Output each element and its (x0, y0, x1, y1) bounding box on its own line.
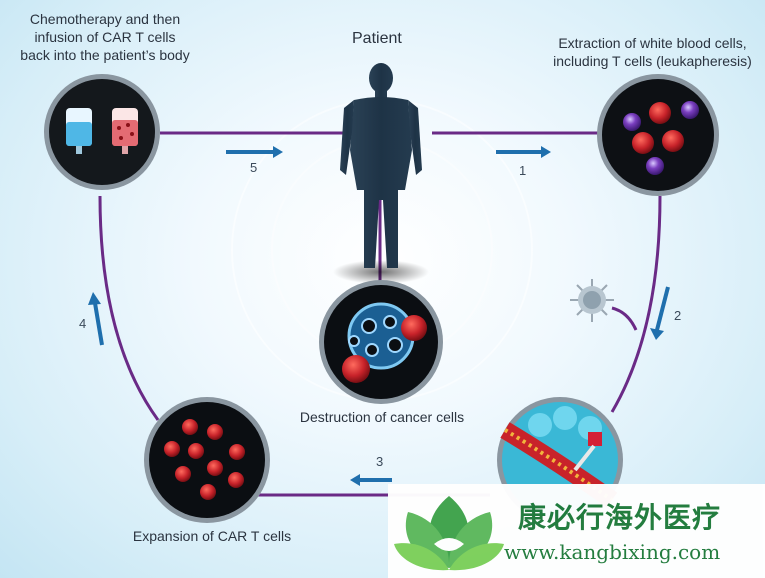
step1-description: Extraction of white blood cells, includi… (553, 35, 752, 69)
virus-icon (570, 279, 638, 331)
step-arrow-4 (88, 292, 104, 346)
leukapheresis-circle (597, 74, 719, 196)
destruction-circle (319, 280, 443, 404)
watermark-url: www.kangbixing.com (504, 540, 721, 564)
patient-figure (333, 63, 429, 284)
iv-bag-icon (112, 108, 138, 154)
step-number-2: 2 (674, 308, 681, 323)
watermark-title: 康必行海外医疗 (518, 501, 722, 534)
expansion-label: Expansion of CAR T cells (132, 528, 292, 544)
destruction-label: Destruction of cancer cells (299, 409, 465, 425)
watermark-banner: 康必行海外医疗 www.kangbixing.com (388, 484, 765, 578)
patient-label: Patient (352, 30, 402, 47)
step-number-5: 5 (250, 160, 257, 175)
step-number-4: 4 (79, 316, 86, 331)
step-number-3: 3 (376, 454, 383, 469)
step-arrow-1 (496, 146, 551, 158)
infusion-circle (44, 74, 160, 190)
iv-bag-icon (66, 108, 92, 154)
lotus-logo-icon (394, 496, 504, 571)
step-arrow-3 (350, 474, 392, 486)
step-arrow-5 (226, 146, 283, 158)
expansion-circle (144, 397, 270, 523)
step5-description: Chemotherapy and then infusion of CAR T … (20, 11, 190, 63)
step-arrow-2 (650, 286, 670, 340)
step-number-1: 1 (519, 163, 526, 178)
